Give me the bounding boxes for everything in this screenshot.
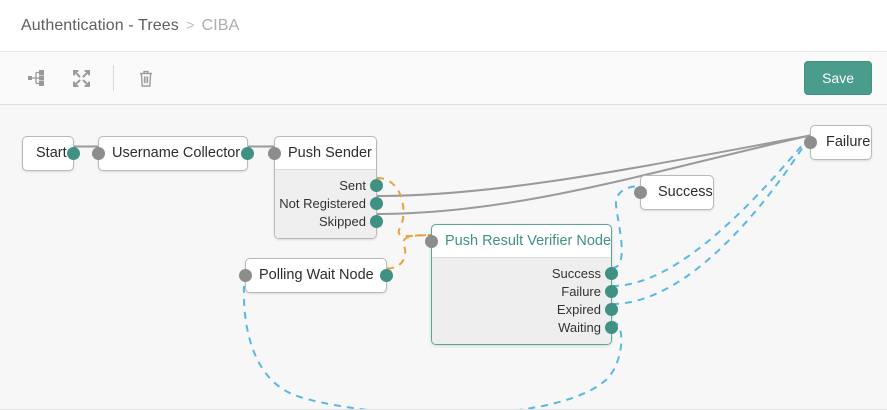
- node-polling-wait-output-port[interactable]: [380, 269, 393, 282]
- breadcrumb-separator: >: [185, 17, 195, 34]
- output-label-skipped: Skipped: [319, 213, 366, 229]
- node-push-result-verifier[interactable]: Push Result Verifier Node Success Failur…: [425, 224, 618, 345]
- node-polling-wait-input-port[interactable]: [239, 269, 252, 282]
- node-push-sender-title: Push Sender: [275, 137, 376, 170]
- output-row-waiting[interactable]: Waiting: [432, 318, 618, 336]
- output-port-waiting[interactable]: [605, 320, 618, 334]
- breadcrumb-current[interactable]: Authentication - Trees: [21, 16, 179, 34]
- edge-verifier-success-to-success: [611, 185, 641, 269]
- node-success-title: Success: [658, 184, 713, 200]
- edge-sent-to-verifier: [376, 177, 432, 237]
- tree-layout-icon: [28, 70, 46, 86]
- output-port-success[interactable]: [605, 266, 618, 280]
- breadcrumb-parent: CIBA: [201, 16, 240, 34]
- edge-verifier-failure-to-failure: [611, 135, 811, 287]
- output-label-waiting: Waiting: [558, 319, 601, 335]
- save-button[interactable]: Save: [804, 61, 872, 95]
- expand-icon: [72, 69, 90, 87]
- node-polling-wait-title: Polling Wait Node: [259, 267, 374, 283]
- output-row-expired[interactable]: Expired: [432, 300, 618, 318]
- node-start[interactable]: Start: [22, 136, 80, 171]
- node-push-sender-outputs: Sent Not Registered Skipped: [275, 170, 383, 238]
- output-label-expired: Expired: [556, 301, 601, 317]
- node-push-result-verifier-input-port[interactable]: [425, 235, 438, 248]
- node-push-sender-input-port[interactable]: [268, 147, 281, 160]
- breadcrumb: Authentication - Trees > CIBA: [0, 0, 887, 52]
- output-row-not-registered[interactable]: Not Registered: [275, 194, 383, 212]
- output-row-skipped[interactable]: Skipped: [275, 212, 383, 230]
- output-label-success: Success: [551, 265, 601, 281]
- node-push-sender[interactable]: Push Sender Sent Not Registered Skipped: [268, 136, 383, 239]
- node-polling-wait[interactable]: Polling Wait Node: [239, 258, 393, 293]
- output-port-not-registered[interactable]: [370, 196, 383, 210]
- flow-canvas[interactable]: Start Username Collector Push Sender Sen…: [0, 105, 887, 410]
- node-success-input-port[interactable]: [634, 186, 647, 199]
- toolbar-divider: [113, 65, 114, 91]
- node-failure[interactable]: Failure: [804, 125, 872, 160]
- delete-button[interactable]: [124, 58, 168, 98]
- output-label-sent: Sent: [339, 177, 366, 193]
- edge-notregistered-to-failure: [376, 134, 811, 197]
- output-row-sent[interactable]: Sent: [275, 176, 383, 194]
- edge-verifier-expired-to-failure: [611, 135, 811, 305]
- node-push-result-verifier-outputs: Success Failure Expired Waiting: [432, 258, 618, 344]
- output-label-not-registered: Not Registered: [279, 195, 366, 211]
- node-username-collector[interactable]: Username Collector: [92, 136, 254, 171]
- tree-layout-button[interactable]: [15, 58, 59, 98]
- output-port-failure[interactable]: [605, 284, 618, 298]
- output-row-failure[interactable]: Failure: [432, 282, 618, 300]
- trash-icon: [139, 70, 153, 87]
- node-username-collector-output-port[interactable]: [241, 147, 254, 160]
- node-success[interactable]: Success: [634, 175, 714, 210]
- node-username-collector-title: Username Collector: [112, 145, 241, 161]
- expand-button[interactable]: [59, 58, 103, 98]
- output-label-failure: Failure: [561, 283, 601, 299]
- node-start-title: Start: [36, 145, 67, 161]
- edge-skipped-to-failure: [376, 134, 811, 215]
- output-port-sent[interactable]: [370, 178, 383, 192]
- node-failure-title: Failure: [826, 134, 871, 150]
- output-row-success[interactable]: Success: [432, 264, 618, 282]
- editor-toolbar: Save: [0, 52, 887, 105]
- node-push-result-verifier-title: Push Result Verifier Node: [432, 225, 611, 258]
- node-start-output-port[interactable]: [67, 147, 80, 160]
- output-port-expired[interactable]: [605, 302, 618, 316]
- node-failure-input-port[interactable]: [804, 136, 817, 149]
- output-port-skipped[interactable]: [370, 214, 383, 228]
- node-username-collector-input-port[interactable]: [92, 147, 105, 160]
